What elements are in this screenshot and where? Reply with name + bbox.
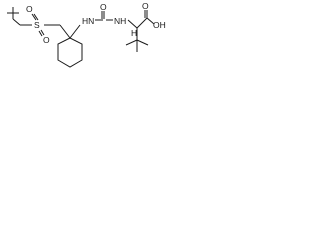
tert-butyl-sulfonyl-bonds xyxy=(7,7,60,37)
hydroxyl-label: OH xyxy=(153,20,166,30)
stereo-hydrogen-label: H xyxy=(131,28,137,38)
urea-nh-right-label: NH xyxy=(114,16,126,26)
acid-oxygen-label: O xyxy=(142,1,149,11)
chemical-structure-diagram: S O O HN O NH O OH H xyxy=(7,1,166,68)
sulfur-label: S xyxy=(34,20,40,30)
methylene-bond xyxy=(59,24,71,39)
sulfonyl-oxygen-left-label: O xyxy=(26,4,33,14)
sulfonyl-oxygen-right-label: O xyxy=(43,35,50,45)
urea-oxygen-label: O xyxy=(100,2,107,12)
tert-leucine-bonds xyxy=(125,10,155,52)
urea-nh-left-label: HN xyxy=(82,16,94,26)
urea-bonds xyxy=(69,11,113,39)
cyclohexane-ring xyxy=(57,37,83,68)
